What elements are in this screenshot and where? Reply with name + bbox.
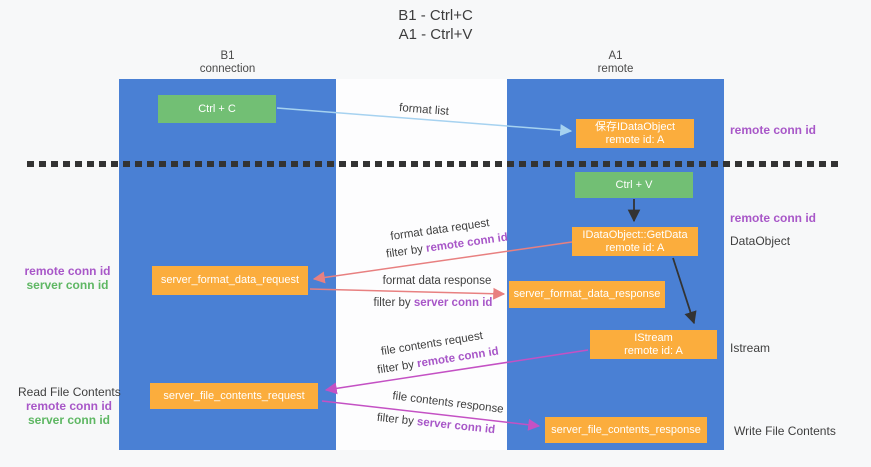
node-format-request-label: server_format_data_request: [160, 274, 300, 286]
node-server-format-data-request: server_format_data_request: [152, 266, 308, 295]
arrow-format-data-request: [312, 241, 573, 284]
node-save-idataobject: 保存IDataObject remote id: A: [576, 119, 694, 148]
left-label-remote-conn-id-2: remote conn id: [25, 399, 112, 413]
right-label-remote-conn-id-top: remote conn id: [730, 123, 817, 137]
right-column-header: A1 remote: [507, 50, 724, 76]
node-ctrl-v-label: Ctrl + V: [615, 178, 653, 191]
right-label-istream: Istream: [730, 341, 771, 355]
node-file-response-label: server_file_contents_response: [551, 423, 701, 436]
left-label-read-file-contents: Read File Contents: [18, 385, 121, 399]
node-ctrl-c: Ctrl + C: [158, 95, 276, 123]
arrow-getdata-to-istream: [672, 257, 697, 325]
left-column-header: B1 connection: [119, 50, 336, 76]
filter-by-text-2: filter by: [373, 297, 414, 309]
edge-label-format-data-response: format data response: [382, 275, 492, 287]
left-label-remote-conn-id-1: remote conn id: [24, 264, 111, 278]
arrow-format-data-response: [309, 287, 506, 300]
node-getdata-line1: IDataObject::GetData: [582, 228, 688, 241]
node-idataobject-getdata: IDataObject::GetData remote id: A: [572, 227, 698, 256]
node-ctrl-c-label: Ctrl + C: [198, 102, 236, 115]
right-column-name: A1: [608, 50, 623, 62]
node-ctrl-v: Ctrl + V: [575, 172, 693, 198]
left-label-group-file: Read File Contents remote conn id server…: [18, 385, 121, 427]
node-server-file-contents-request: server_file_contents_request: [150, 383, 318, 409]
title-line-2: A1 - Ctrl+V: [398, 26, 473, 43]
node-save-idataobject-line2: remote id: A: [605, 133, 665, 146]
left-label-server-conn-id-2: server conn id: [27, 413, 111, 427]
node-format-response-label: server_format_data_response: [513, 288, 661, 300]
right-label-remote-conn-id-mid: remote conn id: [730, 211, 817, 225]
node-istream-line1: IStream: [634, 331, 673, 344]
left-column-subtitle: connection: [199, 63, 256, 75]
right-label-write-file-contents: Write File Contents: [734, 424, 836, 438]
right-label-dataobject: DataObject: [730, 234, 791, 248]
server-conn-id-text-1: server conn id: [413, 297, 493, 309]
left-column-name: B1: [220, 50, 235, 62]
arrow-file-contents-request: [324, 349, 589, 395]
title-line-1: B1 - Ctrl+C: [398, 7, 473, 24]
node-server-file-contents-response: server_file_contents_response: [545, 417, 707, 443]
node-istream-line2: remote id: A: [624, 344, 683, 357]
node-getdata-line2: remote id: A: [605, 241, 665, 254]
column-gap-panel: [336, 79, 507, 450]
node-server-format-data-response: server_format_data_response: [509, 281, 665, 308]
node-save-idataobject-line1: 保存IDataObject: [594, 120, 676, 133]
arrow-format-list: [276, 107, 573, 137]
node-file-request-label: server_file_contents_request: [163, 389, 305, 402]
edge-label-filter-server-1: filter by server conn id: [374, 297, 493, 309]
diagram-title: B1 - Ctrl+C A1 - Ctrl+V: [0, 6, 871, 44]
node-istream: IStream remote id: A: [590, 330, 717, 359]
left-label-server-conn-id-1: server conn id: [26, 278, 109, 292]
right-column-subtitle: remote: [597, 63, 634, 75]
left-label-group-format: remote conn id server conn id: [20, 264, 115, 292]
arrow-file-contents-response: [321, 400, 541, 431]
